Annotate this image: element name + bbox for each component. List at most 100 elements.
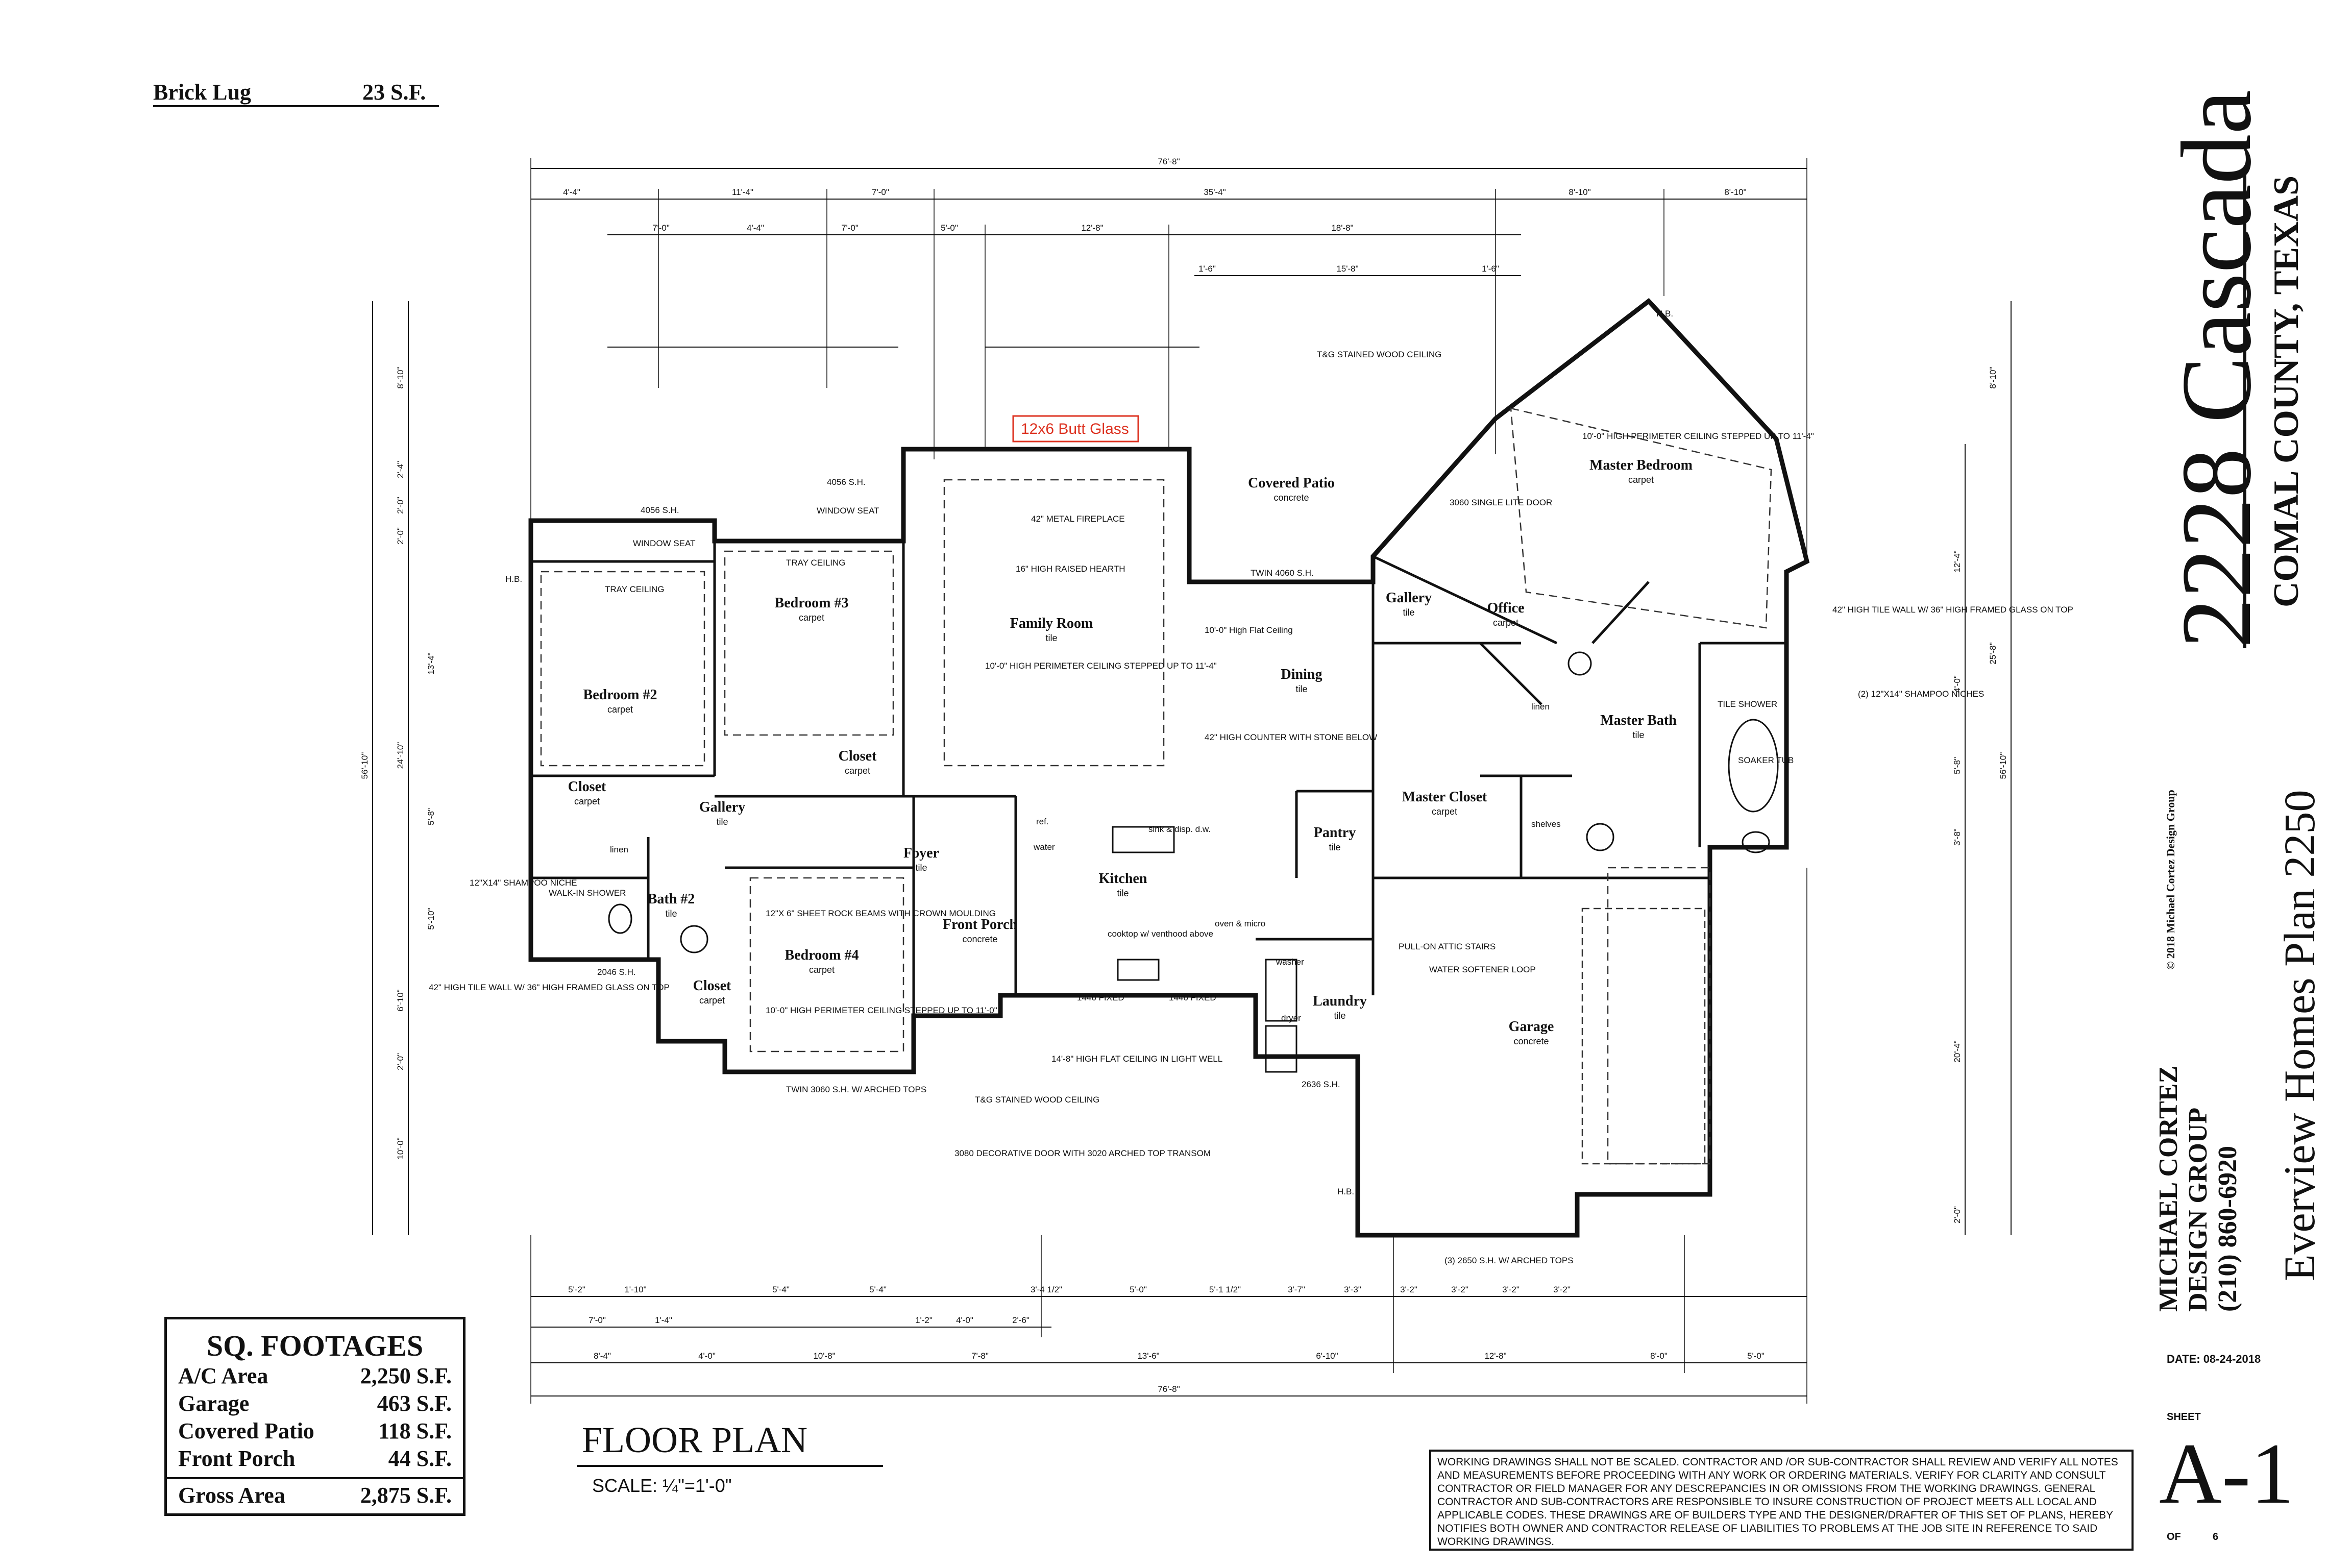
svg-text:concrete: concrete: [1273, 493, 1309, 503]
svg-text:carpet: carpet: [574, 796, 600, 806]
svg-text:5'-4": 5'-4": [869, 1285, 887, 1294]
svg-text:carpet: carpet: [1493, 618, 1518, 628]
svg-text:18'-8": 18'-8": [1331, 223, 1353, 233]
svg-text:2636 S.H.: 2636 S.H.: [1302, 1080, 1340, 1089]
room-covered-patio: Covered Patio: [1248, 475, 1335, 491]
room-bath2: Bath #2: [648, 891, 695, 907]
svg-text:4'-0": 4'-0": [956, 1315, 973, 1325]
svg-text:1446 FIXED: 1446 FIXED: [1169, 993, 1216, 1002]
room-master-bedroom: Master Bedroom: [1589, 457, 1693, 473]
svg-text:tile: tile: [1329, 842, 1340, 852]
room-bedroom3: Bedroom #3: [775, 595, 849, 611]
svg-text:carpet: carpet: [1628, 475, 1654, 485]
svg-text:carpet: carpet: [845, 766, 870, 776]
sheet-total: 6: [2213, 1531, 2219, 1542]
svg-text:WALK-IN SHOWER: WALK-IN SHOWER: [549, 888, 626, 898]
room-master-closet: Master Closet: [1402, 789, 1487, 805]
svg-text:SOAKER TUB: SOAKER TUB: [1738, 755, 1794, 765]
room-bedroom2: Bedroom #2: [583, 687, 657, 703]
scale-label: SCALE: ¼"=1'-0": [592, 1475, 732, 1496]
svg-text:3'-2": 3'-2": [1400, 1285, 1417, 1294]
svg-text:10'-0": 10'-0": [396, 1137, 405, 1159]
svg-text:24'-10": 24'-10": [396, 742, 405, 769]
svg-text:12'-8": 12'-8": [1484, 1351, 1506, 1361]
sheet-label: SHEET: [2167, 1411, 2201, 1423]
svg-text:concrete: concrete: [1513, 1036, 1549, 1046]
svg-text:3'-2": 3'-2": [1553, 1285, 1571, 1294]
project-county: COMAL COUNTY, TEXAS: [2267, 175, 2306, 607]
room-front-porch: Front Porch: [943, 917, 1017, 933]
svg-text:12"X14" SHAMPOO NICHE: 12"X14" SHAMPOO NICHE: [470, 878, 577, 888]
sheet-number: A-1: [2159, 1426, 2294, 1522]
room-pantry: Pantry: [1314, 825, 1356, 841]
svg-text:1'-6": 1'-6": [1198, 264, 1216, 274]
markup-label: 12x6 Butt Glass: [1021, 421, 1129, 437]
svg-text:carpet: carpet: [799, 612, 824, 623]
svg-text:tile: tile: [1045, 633, 1057, 643]
room-garage: Garage: [1509, 1019, 1554, 1035]
svg-text:tile: tile: [1632, 730, 1644, 740]
svg-text:5'-10": 5'-10": [426, 908, 436, 929]
sheet-of-label: OF: [2167, 1531, 2181, 1542]
svg-text:10'-0" High Flat Ceiling: 10'-0" High Flat Ceiling: [1205, 625, 1293, 635]
svg-text:2'-0": 2'-0": [396, 497, 405, 514]
svg-text:7'-0": 7'-0": [652, 223, 670, 233]
room-gallery-2: Gallery: [1386, 590, 1432, 606]
plan-name: Everview Homes Plan 2250: [2275, 790, 2324, 1281]
dim-overall-top: 76'-8": [1158, 157, 1180, 166]
svg-text:8'-10": 8'-10": [1724, 187, 1746, 197]
svg-text:7'-8": 7'-8": [971, 1351, 989, 1361]
svg-text:tile: tile: [1295, 684, 1307, 694]
svg-text:3'-4 1/2": 3'-4 1/2": [1031, 1285, 1062, 1294]
svg-text:10'-0" HIGH PERIMETER CEILING: 10'-0" HIGH PERIMETER CEILING STEPPED UP…: [985, 661, 1217, 671]
svg-text:tile: tile: [915, 863, 927, 873]
svg-text:concrete: concrete: [962, 934, 997, 944]
svg-text:10'-0" HIGH PERIMETER CEILING: 10'-0" HIGH PERIMETER CEILING STEPPED UP…: [766, 1006, 997, 1015]
svg-text:carpet: carpet: [699, 995, 725, 1006]
room-gallery: Gallery: [699, 799, 745, 815]
svg-text:6'-10": 6'-10": [396, 989, 405, 1011]
svg-text:1446 FIXED: 1446 FIXED: [1077, 993, 1124, 1002]
svg-text:WINDOW SEAT: WINDOW SEAT: [817, 506, 879, 516]
svg-text:H.B.: H.B.: [1337, 1187, 1354, 1196]
svg-text:42" HIGH TILE WALL W/ 36" HIGH: 42" HIGH TILE WALL W/ 36" HIGH FRAMED GL…: [1832, 605, 2073, 615]
svg-text:linen: linen: [1531, 702, 1550, 712]
svg-text:8'-10": 8'-10": [1988, 366, 1998, 388]
room-closet-3: Closet: [693, 978, 731, 994]
svg-text:washer: washer: [1276, 957, 1304, 967]
svg-text:4056 S.H.: 4056 S.H.: [641, 505, 679, 515]
svg-text:3'-7": 3'-7": [1288, 1285, 1305, 1294]
svg-text:42" HIGH TILE WALL W/ 36" HIGH: 42" HIGH TILE WALL W/ 36" HIGH FRAMED GL…: [429, 983, 670, 992]
svg-text:12"X 6" SHEET ROCK BEAMS WITH: 12"X 6" SHEET ROCK BEAMS WITH CROWN MOUL…: [766, 909, 996, 918]
address-rule: [2243, 174, 2246, 648]
svg-text:ref.: ref.: [1036, 817, 1049, 826]
svg-text:2'-0": 2'-0": [1952, 1206, 1962, 1223]
svg-text:5'-8": 5'-8": [426, 808, 436, 825]
svg-text:16" HIGH RAISED HEARTH: 16" HIGH RAISED HEARTH: [1016, 564, 1125, 574]
svg-text:carpet: carpet: [607, 704, 633, 715]
svg-text:TWIN 4060 S.H.: TWIN 4060 S.H.: [1251, 568, 1314, 578]
svg-text:(3) 2650 S.H. W/ ARCHED TOPS: (3) 2650 S.H. W/ ARCHED TOPS: [1444, 1256, 1574, 1265]
svg-text:T&G STAINED WOOD CEILING: T&G STAINED WOOD CEILING: [1317, 350, 1441, 359]
svg-text:TRAY CEILING: TRAY CEILING: [786, 558, 846, 568]
room-bedroom4: Bedroom #4: [785, 947, 859, 963]
svg-text:14'-8" HIGH FLAT CEILING IN LI: 14'-8" HIGH FLAT CEILING IN LIGHT WELL: [1051, 1054, 1222, 1064]
svg-text:10'-8": 10'-8": [813, 1351, 835, 1361]
bottom-dims: 5'-2" 1'-10" 5'-4" 5'-4" 3'-4 1/2" 5'-0"…: [568, 1285, 1765, 1361]
room-closet: Closet: [568, 779, 606, 795]
room-dining: Dining: [1281, 667, 1322, 682]
sq-footages-title: SQ. FOOTAGES: [206, 1329, 424, 1362]
svg-text:(2) 12"X14" SHAMPOO NICHES: (2) 12"X14" SHAMPOO NICHES: [1858, 689, 1984, 699]
svg-text:2'-6": 2'-6": [1012, 1315, 1030, 1325]
svg-text:1'-4": 1'-4": [655, 1315, 672, 1325]
svg-text:TWIN 3060 S.H. W/ ARCHED TOPS: TWIN 3060 S.H. W/ ARCHED TOPS: [786, 1085, 926, 1094]
svg-text:carpet: carpet: [809, 965, 835, 975]
svg-text:2'-0": 2'-0": [396, 1053, 405, 1070]
svg-text:3'-2": 3'-2": [1502, 1285, 1520, 1294]
svg-text:15'-8": 15'-8": [1336, 264, 1358, 274]
